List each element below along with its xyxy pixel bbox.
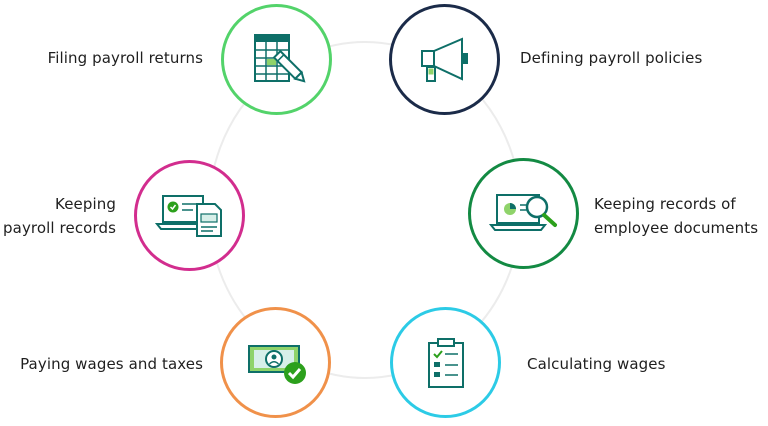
step-paying-label: Paying wages and taxes [20,355,203,373]
step-payroll-records-circle [134,160,245,271]
clipboard-checklist-icon [427,337,464,388]
step-employee-docs-label: Keeping records of employee documents [594,195,759,237]
megaphone-icon [420,36,468,82]
step-defining-circle [389,4,500,115]
laptop-document-icon [154,194,222,237]
step-calculating-label: Calculating wages [527,355,666,373]
step-filing-circle [221,4,332,115]
step-calculating-circle [390,307,501,418]
step-paying-circle [220,307,331,418]
step-defining-label: Defining payroll policies [520,49,703,67]
banknote-check-icon [247,344,306,384]
step-payroll-records-label: Keeping payroll records [3,195,116,237]
laptop-magnifier-icon [488,193,557,231]
spreadsheet-pencil-icon [253,33,306,83]
step-filing-label: Filing payroll returns [47,49,203,67]
step-employee-docs-circle [468,158,579,269]
